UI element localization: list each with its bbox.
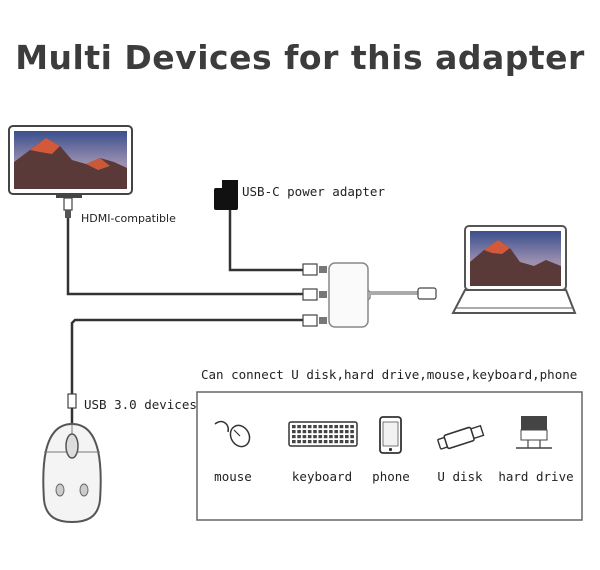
hdmi-cable xyxy=(63,197,305,296)
monitor xyxy=(8,125,133,198)
adapter-hub xyxy=(328,262,437,328)
hdmi-label: HDMI-compatible xyxy=(81,212,176,225)
devices-box xyxy=(196,391,583,521)
device-label-keyboard: keyboard xyxy=(291,469,353,484)
connect-caption: Can connect U disk,hard drive,mouse,keyb… xyxy=(201,367,578,382)
u-disk-icon xyxy=(437,424,485,450)
usbc-power-adapter xyxy=(214,180,305,272)
device-label-hard-drive: hard drive xyxy=(498,469,574,484)
device-label-mouse: mouse xyxy=(214,469,252,484)
keyboard-icon xyxy=(288,421,358,447)
mouse-device xyxy=(42,422,102,524)
device-label-phone: phone xyxy=(372,469,410,484)
adapter-plugs xyxy=(302,263,327,327)
phone-icon xyxy=(379,416,402,454)
hard-drive-icon xyxy=(516,416,552,449)
laptop xyxy=(451,225,577,314)
usbc-power-label: USB-C power adapter xyxy=(242,184,385,199)
usb3-label: USB 3.0 devices xyxy=(84,397,197,412)
device-label-u-disk: U disk xyxy=(437,469,483,484)
usb3-cable xyxy=(67,318,305,424)
mouse-icon xyxy=(214,420,251,448)
page-title: Multi Devices for this adapter xyxy=(15,38,585,77)
